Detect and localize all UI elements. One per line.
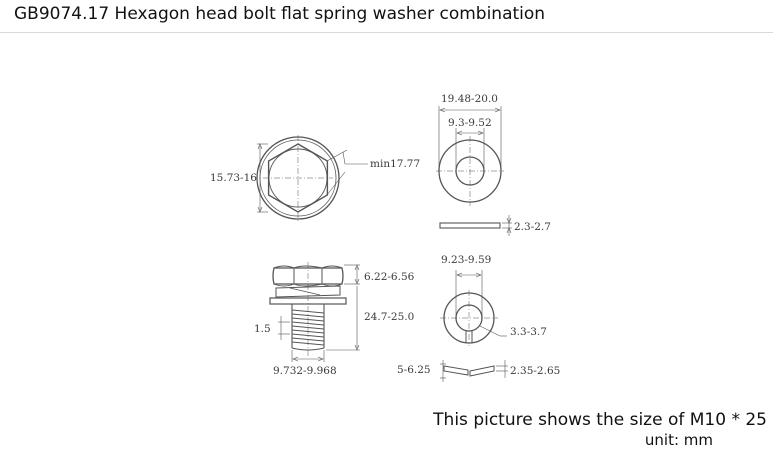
title-bar: GB9074.17 Hexagon head bolt flat spring …	[0, 0, 773, 33]
dim-overall-length: 24.7-25.0	[364, 311, 414, 323]
dim-spring-washer-free-height: 5-6.25	[397, 364, 431, 376]
bolt-side-view	[269, 262, 360, 362]
dim-flat-washer-id: 9.3-9.52	[448, 117, 492, 129]
flat-washer-side-view	[439, 215, 512, 236]
spring-washer-top-view	[440, 270, 507, 346]
dim-thread-pitch: 1.5	[254, 323, 271, 335]
dim-thread-major-dia: 9.732-9.968	[273, 365, 337, 377]
size-note: This picture shows the size of M10 * 25	[433, 410, 767, 430]
hex-head-top-view	[256, 135, 368, 221]
dim-spring-washer-width: 3.3-3.7	[510, 326, 547, 338]
dim-flat-washer-od: 19.48-20.0	[441, 93, 498, 105]
flat-washer-top-view	[436, 106, 504, 206]
spring-washer-side-view	[440, 360, 508, 382]
dim-spring-washer-id: 9.23-9.59	[441, 254, 491, 266]
dim-across-flats: 15.73-16	[210, 172, 257, 184]
dim-flat-washer-thickness: 2.3-2.7	[514, 221, 551, 233]
unit-note: unit: mm	[644, 431, 713, 449]
dim-spring-washer-thickness: 2.35-2.65	[510, 365, 560, 377]
caption: This picture shows the size of M10 * 25 …	[433, 410, 767, 449]
page-title: GB9074.17 Hexagon head bolt flat spring …	[14, 4, 546, 24]
dim-head-height: 6.22-6.56	[364, 271, 415, 283]
dim-across-corners: min17.77	[370, 158, 420, 170]
